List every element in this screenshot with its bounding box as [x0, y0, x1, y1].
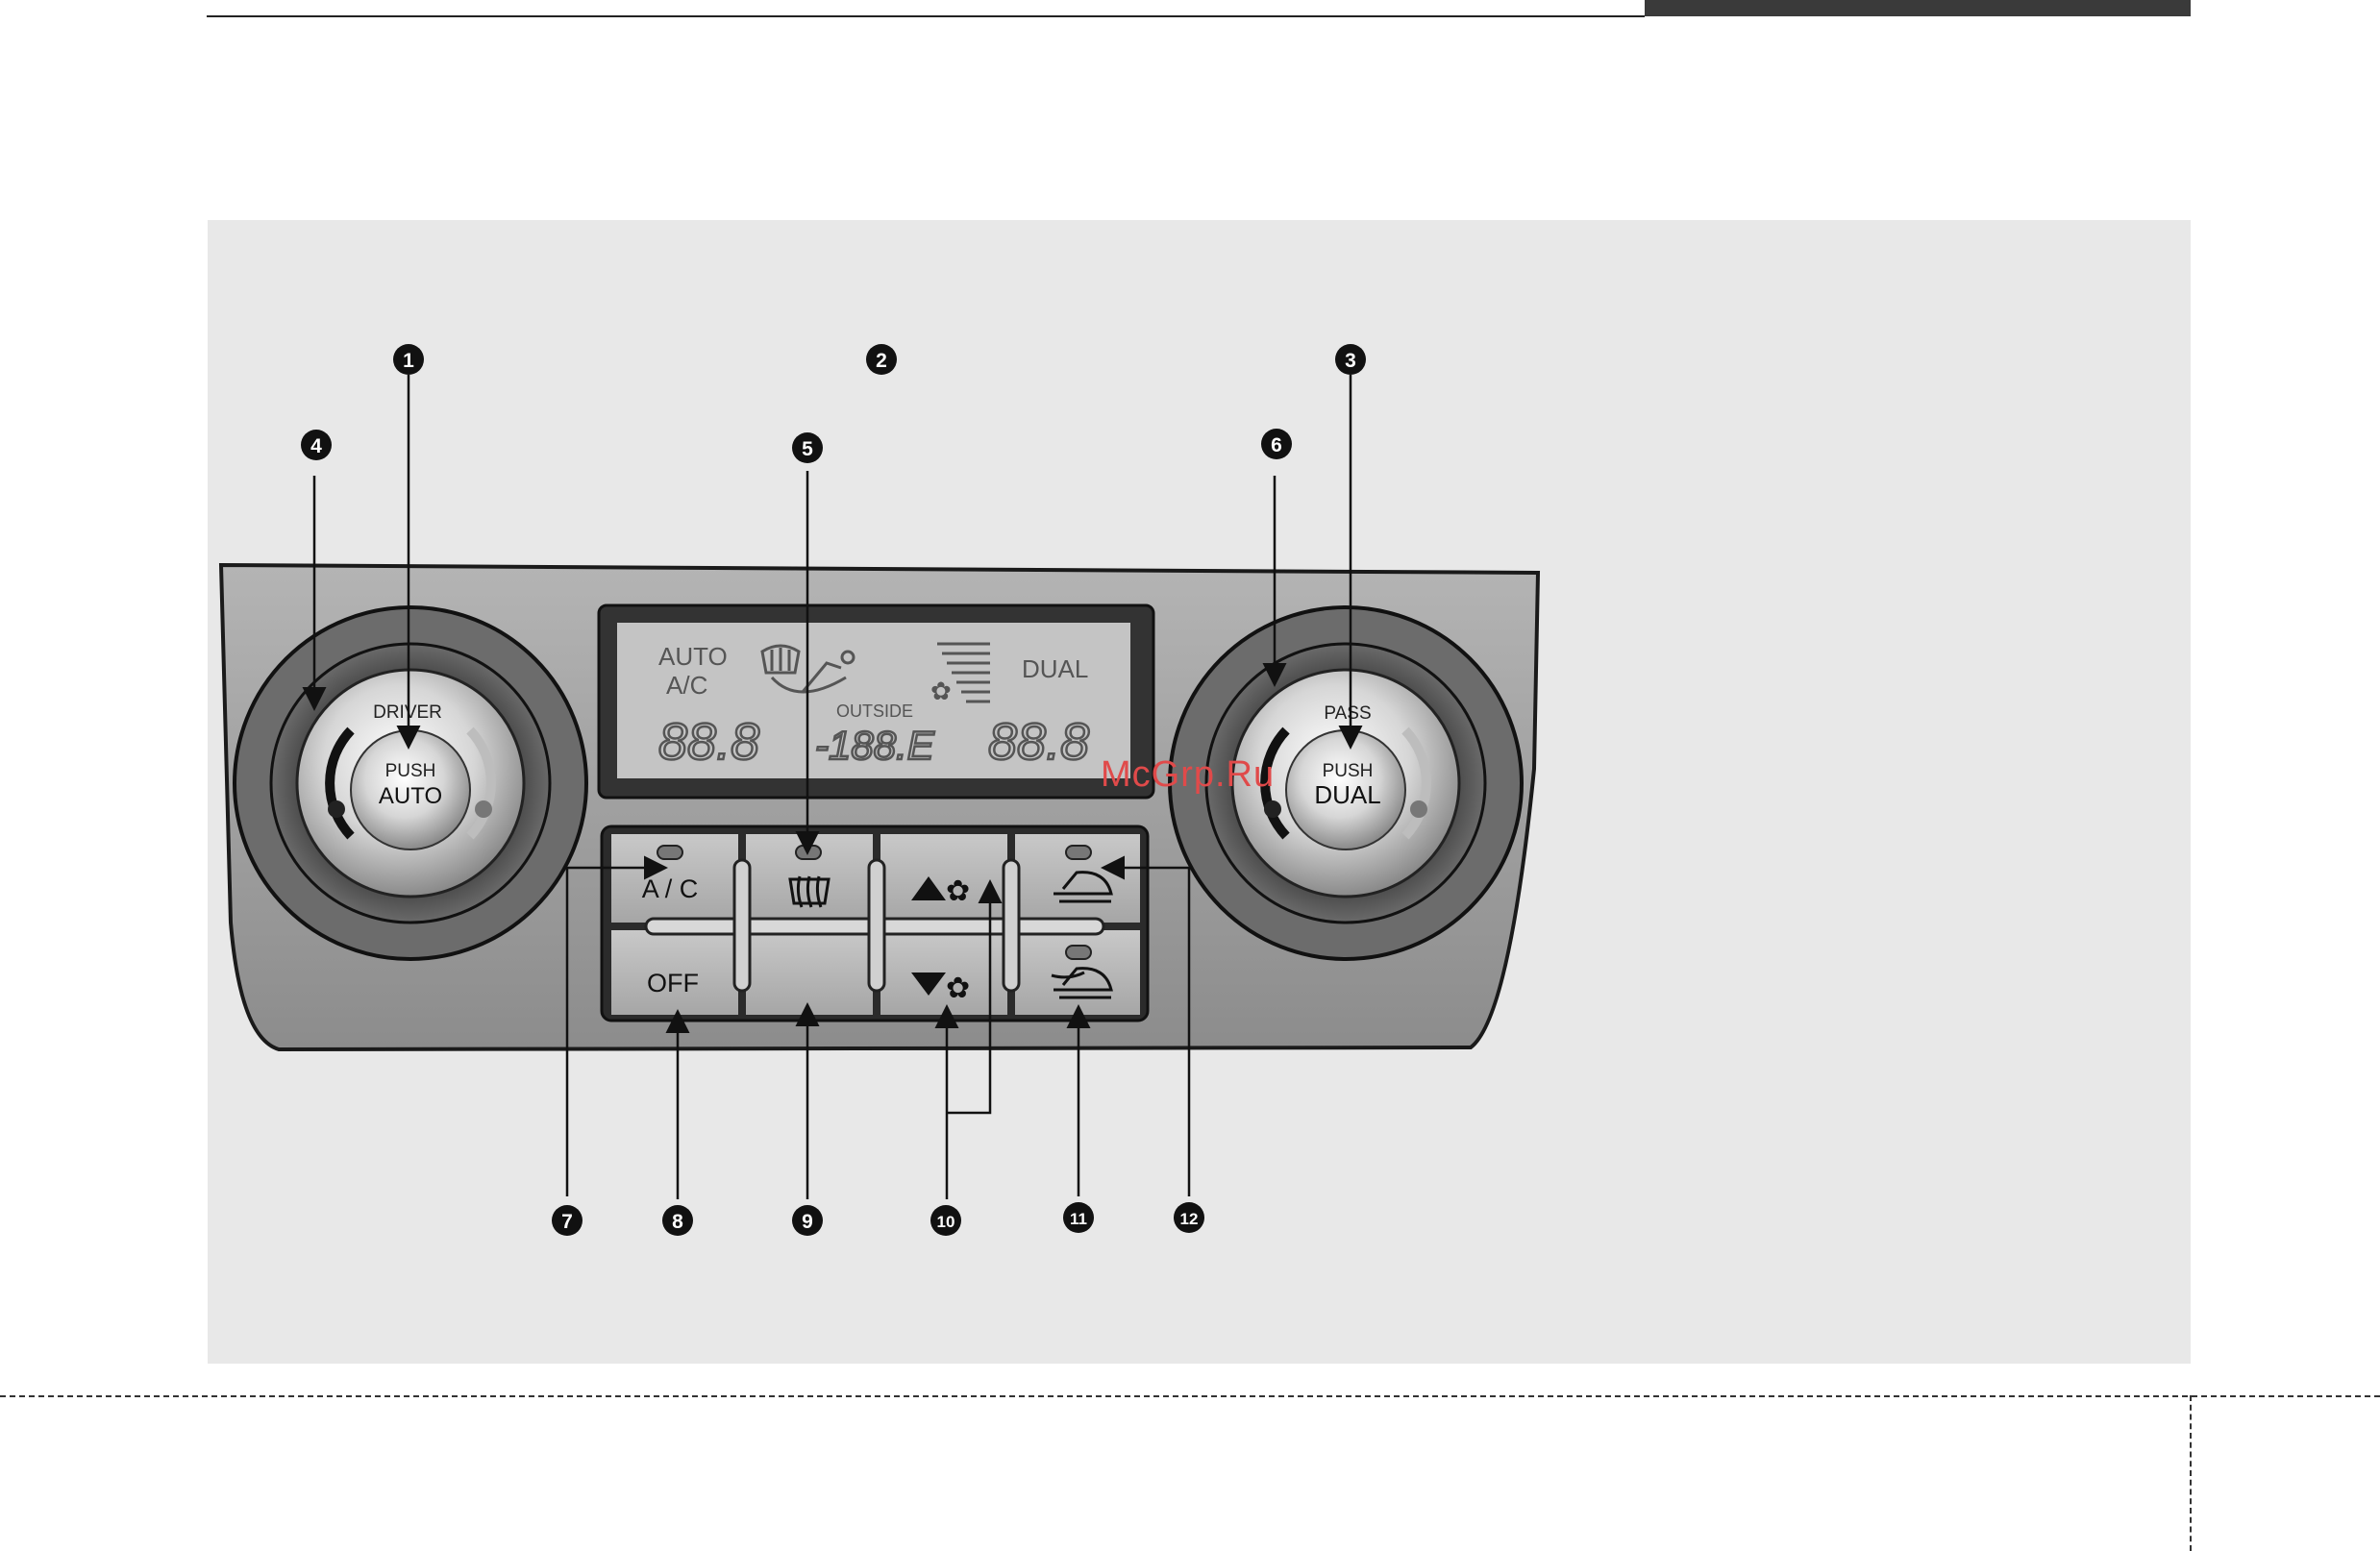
callout-6: 6: [1261, 429, 1292, 459]
watermark: McGrp.Ru: [1101, 754, 1275, 796]
fan-up-button[interactable]: [880, 834, 1007, 923]
callout-2: 2: [866, 344, 897, 375]
callout-9: 9: [792, 1205, 823, 1236]
cut-line-vertical: [2190, 1395, 2192, 1551]
svg-text:2: 2: [876, 350, 887, 372]
callout-11: 11: [1063, 1202, 1094, 1233]
callout-12: 12: [1174, 1202, 1204, 1233]
svg-text:5: 5: [802, 438, 813, 460]
svg-text:10: 10: [937, 1213, 955, 1231]
callout-1: 1: [393, 344, 424, 375]
display-outside-temp: -188.E: [815, 723, 935, 768]
svg-text:3: 3: [1345, 350, 1356, 372]
callout-7: 7: [552, 1205, 583, 1236]
ac-button-label: A / C: [642, 874, 699, 903]
pass-push-label: PUSH: [1323, 761, 1374, 781]
off-button-label: OFF: [647, 969, 699, 997]
callout-8: 8: [662, 1205, 693, 1236]
mode-button[interactable]: [746, 930, 873, 1015]
display-left-temp: 88.8: [658, 713, 759, 771]
svg-text:11: 11: [1070, 1210, 1087, 1228]
svg-text:12: 12: [1180, 1210, 1199, 1228]
lcd-display: AUTO A/C ✿ DUAL OUTSIDE 88.8 -188.E 88.8: [599, 605, 1153, 798]
callout-10: 10: [930, 1205, 961, 1236]
svg-text:8: 8: [672, 1211, 683, 1233]
svg-text:✿: ✿: [946, 972, 970, 1004]
button-block: A / C ✿ OFF ✿: [602, 826, 1148, 1021]
display-right-temp: 88.8: [988, 713, 1089, 771]
display-dual: DUAL: [1022, 654, 1088, 683]
display-ac: A/C: [666, 671, 707, 700]
pass-dual-label: DUAL: [1314, 780, 1380, 809]
callout-4: 4: [301, 430, 332, 460]
callout-5: 5: [792, 432, 823, 463]
driver-temp-knob[interactable]: DRIVER PUSH AUTO: [235, 607, 586, 959]
pass-label: PASS: [1324, 703, 1371, 724]
svg-text:4: 4: [310, 435, 322, 457]
display-auto: AUTO: [658, 642, 728, 671]
svg-text:6: 6: [1271, 434, 1282, 456]
svg-text:✿: ✿: [946, 875, 970, 907]
display-outside: OUTSIDE: [836, 702, 913, 721]
svg-text:7: 7: [561, 1211, 573, 1233]
driver-push-label: PUSH: [385, 761, 436, 781]
svg-text:1: 1: [403, 350, 414, 372]
display-fan-icon: ✿: [930, 677, 952, 705]
driver-auto-label: AUTO: [379, 783, 442, 809]
cut-line-horizontal: [0, 1395, 2380, 1397]
fresh-air-button[interactable]: [1015, 930, 1140, 1015]
svg-text:9: 9: [802, 1211, 813, 1233]
callout-3: 3: [1335, 344, 1366, 375]
